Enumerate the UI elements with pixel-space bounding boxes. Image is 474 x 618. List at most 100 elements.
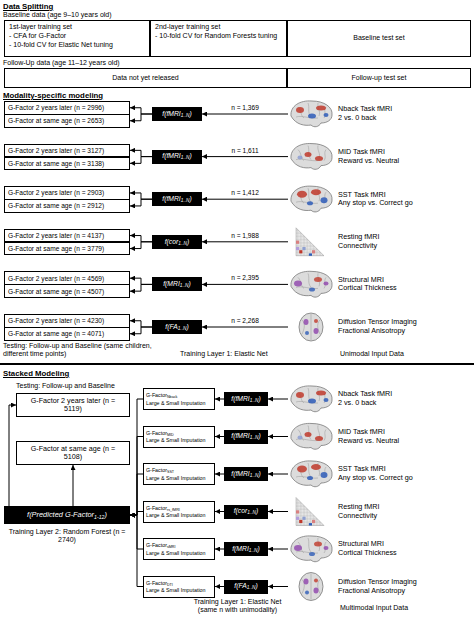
node-text: 1..N [250,398,259,403]
connector-arrow [130,474,143,515]
outcome-box: G-Factor 2 years later (n = 3127) [4,144,130,158]
input-label: Unimodal Input Data [340,350,404,358]
node-text: Large & Small Imputation [146,587,205,593]
modality-input: Diffusion Tensor ImagingFractional Aniso… [288,312,472,342]
node-text: 1..N [181,113,190,118]
node-text: f(fMRI [231,432,250,439]
outcome-box: G-Factor at same age (n = 3138) [4,157,130,171]
node-text: ) [256,507,258,514]
node-text: 2 vs. 0 back [338,398,376,407]
node-text: Connectivity [338,241,377,250]
outcome-box: G-Factor at same age (n = 2653) [4,114,130,128]
node-text: ) [258,395,260,402]
node-text: f(FA [165,323,177,330]
node-text: SST Task fMRI [338,190,386,199]
sample-size-label: n = 1,611 [231,147,258,154]
node-text: Fractional Anisotropy [338,326,405,335]
node-text: 1..N [250,436,259,441]
node-text: G-Factor [146,392,167,398]
node-text: G-Factor at same age (n = 2912) [8,202,104,209]
brain-image [299,573,323,601]
node-text: Large & Small Imputation [146,400,205,406]
table-cell: 1st-layer training set - CFA for G-Factor… [4,20,150,57]
node-text: G-Factor 2 years later (n = 5119) [31,396,115,413]
modality-input: Structural MRICortical Thickness [288,534,472,564]
node-text: G-Factor at same age (n = 4507) [8,288,104,295]
node-text: 1..N [247,511,256,516]
node-text: - CFA for G-Factor [9,32,66,39]
training-label: Training Layer 1: Elastic Net [180,350,268,358]
node-text: G-Factor [146,430,167,436]
node-text: G-Factor at same age (n = 4071) [8,330,104,337]
brain-image [291,461,332,487]
input-label: Multimodal Input Data [340,604,408,612]
node-text: f(fMRI [231,395,250,402]
model-box: f(FA1..N) [224,580,268,594]
node-text: 1st-layer training set [9,23,72,30]
node-text: Nback Task fMRI [338,104,392,113]
modality-input: Nback Task fMRI2 vs. 0 back [288,99,472,129]
connector-arrow [202,114,288,115]
model-box: f(MRI1..N) [224,542,268,556]
connector-arrow [130,236,152,242]
node-text: Cortical Thickness [338,548,397,557]
node-text: ) [187,238,189,245]
node-text: ) [255,582,257,589]
node-text: Cortical Thickness [338,283,397,292]
connector-arrow [268,511,288,512]
node-text: Nback Task fMRI [338,389,392,398]
connector-arrow [130,108,152,114]
node-text: Reward vs. Neutral [338,436,399,445]
modality-input: Nback Task fMRI2 vs. 0 back [288,384,472,414]
modality-input: Resting fMRIConnectivity [288,497,472,527]
node-text: rs_fMRI [167,508,180,512]
node-text: Data not yet released [112,74,179,81]
connector-arrow [130,437,143,516]
outcome-box: G-Factor at same age (n = 4507) [4,284,130,298]
connector-arrow [9,405,16,506]
training-label: Training Layer 2: Random Forest (n = 274… [4,528,130,545]
node-text: Reward vs. Neutral [338,156,399,165]
connector-arrow [130,327,152,334]
model-box: f(cor1..N) [224,505,268,519]
connector-arrow [215,474,224,475]
connector-arrow [215,436,224,437]
node-text: G-Factor 2 years later (n = 2996) [8,104,104,111]
node-text: MID Task fMRI [338,147,385,156]
model-box: f(fMRI1..N) [224,467,268,481]
node-text: ) [104,510,106,519]
connector-arrow [130,515,143,549]
node-text: G-Factor 2 years later (n = 2903) [8,189,104,196]
section-heading: Modality-specific modeling [3,91,103,100]
outcome-box: G-Factor at same age (n = 3779) [4,242,130,256]
node-text: G-Factor 2 years later (n = 4569) [8,275,104,282]
node-text: f(cor [165,238,179,245]
outcome-box: G-Factor at same age (n = 2912) [4,199,130,213]
node-text: Large & Small Imputation [146,550,205,556]
sample-size-label: n = 1,412 [231,189,259,196]
testing-label: Testing: Follow-up and Baseline [16,382,115,390]
connector-arrow [215,511,224,512]
model-box: f(FA1..N) [152,320,202,334]
connectivity-matrix [296,498,324,526]
node-text: 1..N [178,241,187,246]
node-text: ) [258,545,260,552]
connector-arrow [73,465,74,506]
predicted-factor-box: G-FactorsMRILarge & Small Imputation [143,538,215,560]
node-text: f(fMRI [162,110,181,117]
node-text: MID Task fMRI [338,427,385,436]
node-text: ) [189,280,191,287]
node-text: G-Factor [146,505,167,511]
node-text: - 10-fold CV for Elastic Net tuning [9,41,113,48]
model-box: f(Predicted G-Factor1-12) [4,506,130,524]
node-text: Resting fMRI [338,232,380,241]
connector-arrow [130,150,152,156]
node-text: G-Factor [146,542,167,548]
node-text: Large & Small Imputation [146,512,205,518]
node-text: Any stop vs. Correct go [338,198,413,207]
node-text: Fractional Anisotropy [338,586,405,595]
connector-arrow [130,193,152,199]
node-text: 2nd-layer training set [155,23,220,30]
outcome-box: G-Factor 2 years later (n = 4137) [4,229,130,243]
node-text: f(Predicted G-Factor [27,510,94,519]
